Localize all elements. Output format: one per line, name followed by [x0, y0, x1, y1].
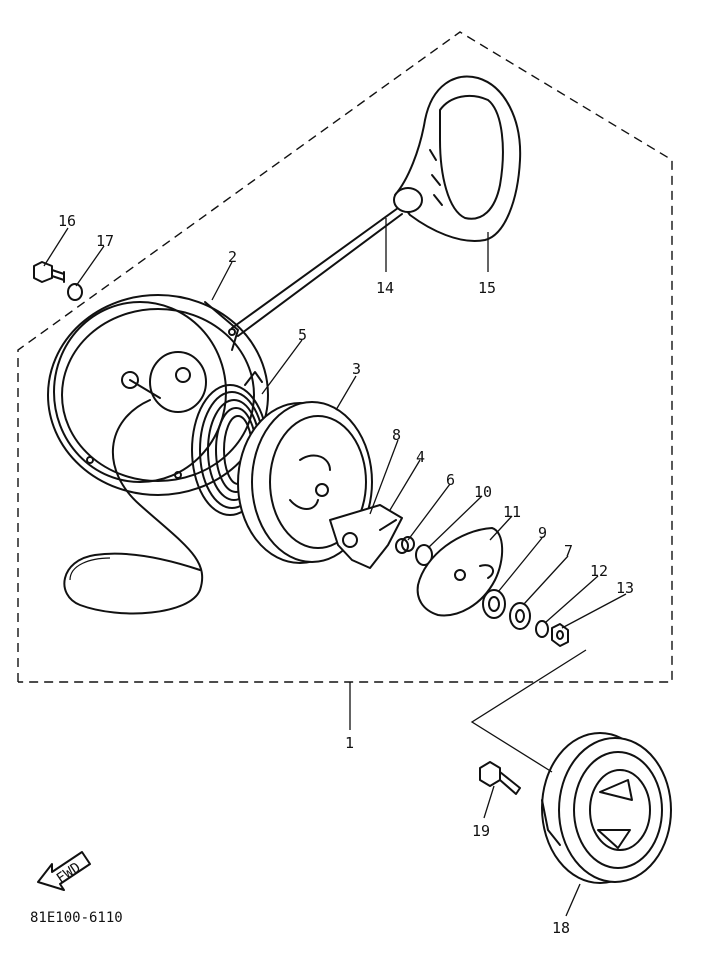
washer-9-part [482, 589, 506, 619]
callout-6: 6 [446, 471, 455, 489]
callout-16: 16 [58, 212, 76, 230]
callout-1: 1 [345, 734, 354, 752]
callout-8: 8 [392, 426, 401, 444]
starter-handle-part [393, 75, 522, 242]
bolt-19-part [479, 761, 521, 795]
guide-plate-part [416, 527, 504, 617]
callout-15: 15 [478, 279, 496, 297]
callout-14: 14 [376, 279, 394, 297]
callout-5: 5 [298, 326, 307, 344]
callout-4: 4 [416, 448, 425, 466]
callout-9: 9 [538, 524, 547, 542]
callout-10: 10 [474, 483, 492, 501]
washer-7-part [509, 602, 531, 630]
leader-lines [43, 218, 627, 917]
callout-17: 17 [96, 232, 114, 250]
callout-2: 2 [228, 248, 237, 266]
callout-11: 11 [503, 503, 521, 521]
starter-pulley-part [541, 732, 672, 884]
bolt-16-part [33, 261, 65, 283]
callout-18: 18 [552, 919, 570, 937]
assembly-boundary [17, 31, 673, 683]
small-spring-part [395, 536, 415, 554]
callout-13: 13 [616, 579, 634, 597]
starter-rope-part [63, 207, 403, 615]
ratchet-pawl-part [329, 504, 403, 569]
callout-19: 19 [472, 822, 490, 840]
callout-3: 3 [352, 360, 361, 378]
forward-arrow-icon: FWD [37, 851, 91, 891]
callout-12: 12 [590, 562, 608, 580]
washer-17-part [67, 283, 83, 301]
lock-washer-part [535, 620, 549, 638]
washer-10-part [415, 544, 433, 566]
drawing-code: 81E100-6110 [30, 910, 123, 926]
callout-7: 7 [564, 542, 573, 560]
nut-part [551, 623, 569, 647]
